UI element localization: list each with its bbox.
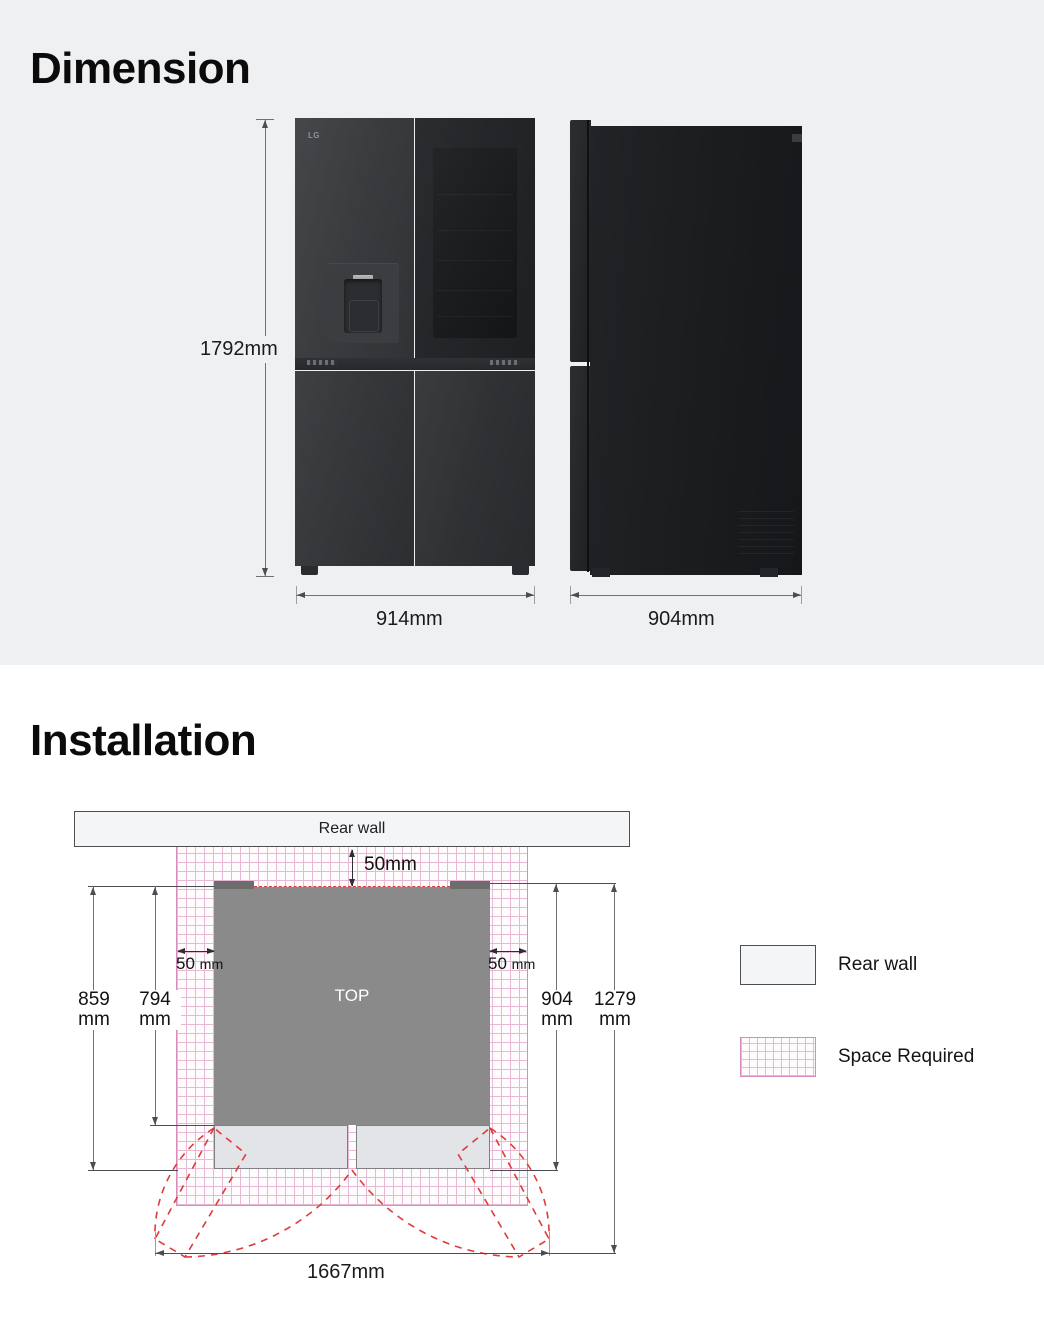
dimension-859-unit: mm	[78, 1009, 110, 1030]
left-clearance-value: 50	[176, 954, 195, 973]
fridge-side-foot-front	[592, 568, 610, 577]
rear-wall-label: Rear wall	[318, 820, 386, 837]
rear-clearance-label: 50mm	[364, 854, 417, 875]
fridge-upper-doors: LG	[295, 118, 535, 358]
dispenser-cavity	[344, 279, 382, 333]
door-swing-arcs	[153, 1126, 551, 1259]
top-view-label: TOP	[334, 986, 370, 1005]
fridge-freezer-drawer-left	[295, 371, 414, 566]
top-view-rear-cap-left	[214, 881, 254, 889]
fridge-side-upper-door-edge	[570, 120, 591, 362]
dimension-859-value: 859	[78, 989, 110, 1010]
rear-wall-box: Rear wall	[74, 811, 630, 847]
fridge-mid-bar	[295, 358, 535, 370]
fridge-foot-left	[301, 566, 318, 575]
dimension-1279-unit: mm	[599, 1009, 631, 1030]
installation-diagram: Rear wall TOP	[0, 665, 700, 1334]
right-clearance-unit: mm	[511, 957, 536, 973]
side-depth-dimension-label: 904mm	[648, 608, 715, 630]
legend-label-space-required: Space Required	[838, 1046, 975, 1067]
dispenser-tray	[349, 300, 379, 332]
legend-item-space-required: Space Required	[740, 1037, 1020, 1077]
dimension-904-unit: mm	[541, 1009, 573, 1030]
fridge-side-foot-rear	[760, 568, 778, 577]
dimension-904-value: 904	[541, 989, 573, 1010]
height-dimension-label: 1792mm	[194, 336, 284, 363]
dimension-794-value: 794	[139, 989, 171, 1010]
right-clearance-value: 50	[488, 954, 507, 973]
fridge-lower-drawers	[295, 371, 535, 566]
legend: Rear wall Space Required	[740, 945, 1020, 1129]
fridge-rear-vent	[738, 511, 794, 559]
page-title-dimension: Dimension	[30, 44, 251, 93]
legend-item-rear-wall: Rear wall	[740, 945, 1020, 985]
fridge-foot-right	[512, 566, 529, 575]
lg-logo: LG	[308, 131, 320, 140]
instaview-glass-panel	[433, 148, 517, 338]
refrigerator-top-view-body: TOP	[214, 887, 490, 1125]
fridge-top-corner	[792, 134, 802, 142]
fridge-left-door: LG	[295, 118, 414, 358]
installation-section: Installation Rear wall TOP	[0, 665, 1044, 1334]
front-width-dimension-label: 914mm	[376, 608, 443, 630]
top-view-rear-cap-right	[450, 881, 490, 889]
left-clearance-unit: mm	[199, 957, 224, 973]
fridge-hinge-left	[307, 360, 337, 365]
rear-wall-swatch	[740, 945, 816, 985]
space-required-swatch	[740, 1037, 816, 1077]
dimension-794-unit: mm	[139, 1009, 171, 1030]
fridge-side-door-seam	[587, 120, 589, 572]
refrigerator-front-view-image: LG	[295, 118, 535, 578]
page-title-installation: Installation	[30, 716, 257, 765]
refrigerator-side-view-image	[570, 118, 802, 578]
fridge-side-lower-door-edge	[570, 366, 591, 571]
legend-label-rear-wall: Rear wall	[838, 954, 918, 975]
door-swing-width-label: 1667mm	[307, 1261, 385, 1283]
dimension-1279-value: 1279	[593, 989, 637, 1010]
fridge-right-door	[415, 118, 535, 358]
dimension-section: Dimension LG	[0, 0, 1044, 665]
fridge-side-body	[590, 126, 802, 575]
fridge-freezer-drawer-right	[415, 371, 535, 566]
fridge-hinge-right	[490, 360, 520, 365]
